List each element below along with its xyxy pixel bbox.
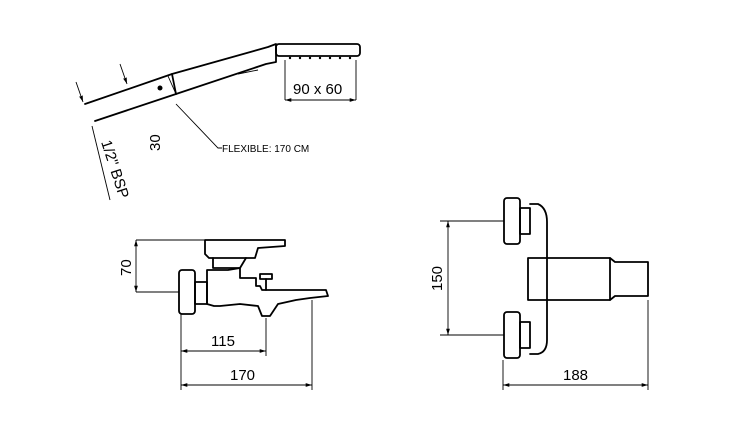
mixer-side-view: 70 115 170 bbox=[118, 239, 329, 390]
hose-length-label: FLEXIBLE: 170 CM bbox=[222, 144, 309, 155]
hand-shower-drawing: 90 x 60 30 1/2" BSP FLEXIBLE: 170 CM bbox=[75, 43, 361, 201]
nozzle-dots bbox=[288, 56, 352, 60]
overall-depth-label: 170 bbox=[230, 367, 255, 384]
mixer-front-view: 150 188 bbox=[429, 197, 649, 390]
hose-width-label: 30 bbox=[147, 134, 164, 151]
spout-reach-label: 115 bbox=[211, 333, 235, 350]
center-distance-label: 150 bbox=[429, 266, 446, 291]
height-label: 70 bbox=[118, 259, 135, 276]
overall-width-label: 188 bbox=[563, 367, 588, 384]
head-size-label: 90 x 60 bbox=[293, 81, 342, 98]
hose-marker-dot bbox=[157, 85, 163, 91]
